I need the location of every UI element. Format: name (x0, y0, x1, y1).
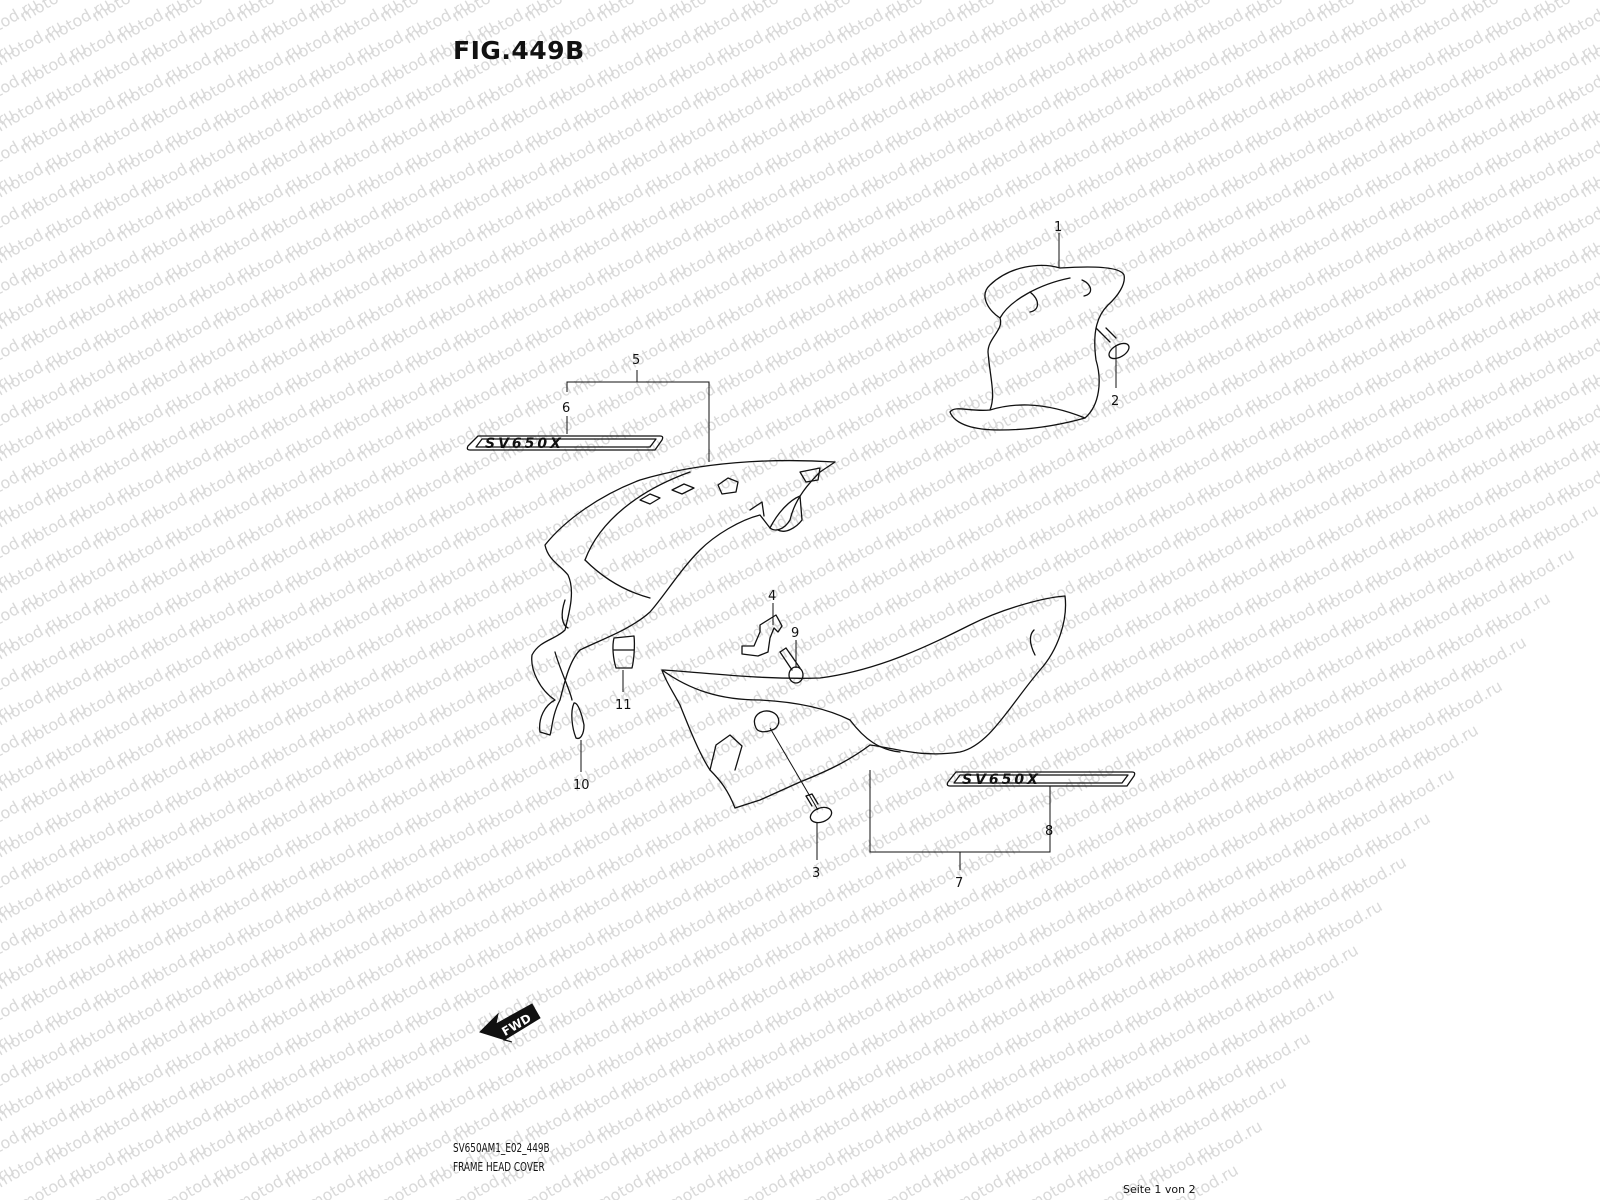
callout-8: 8 (1045, 824, 1053, 839)
part-5-frame-head-cover (531, 459, 836, 736)
part-10-clip (571, 702, 585, 740)
part-4-bracket (741, 614, 783, 657)
drawing-caption: FRAME HEAD COVER (453, 1160, 545, 1174)
badge-text-right: SV650X (962, 772, 1041, 788)
callout-1: 1 (1054, 220, 1062, 235)
part-2-screw (1095, 327, 1130, 360)
part-11-cushion (612, 635, 636, 669)
page-number: Seite 1 von 2 (1123, 1183, 1196, 1196)
part-3-screw (805, 793, 833, 824)
callout-5: 5 (632, 353, 640, 368)
callout-9: 9 (791, 626, 799, 641)
callout-4: 4 (768, 589, 776, 604)
badge-text-left: SV650X (485, 436, 564, 452)
callout-11: 11 (615, 698, 632, 713)
callout-numbers: 1 2 3 4 5 6 7 8 9 10 11 (562, 220, 1119, 891)
leader-lines (566, 233, 1117, 870)
callout-2: 2 (1111, 394, 1119, 409)
part-8-badge: SV650X (946, 771, 1136, 788)
part-7-frame-cover (661, 595, 1067, 809)
callout-3: 3 (812, 866, 820, 881)
callout-7: 7 (955, 876, 963, 891)
figure-title: FIG.449B (453, 36, 585, 65)
callout-10: 10 (573, 778, 590, 793)
drawing-code: SV650AM1_E02_449B (453, 1141, 550, 1155)
callout-6: 6 (562, 401, 570, 416)
part-6-badge: SV650X (466, 435, 664, 452)
fwd-arrow-icon: FWD (479, 1003, 541, 1043)
part-1-upper-cover (949, 264, 1125, 431)
